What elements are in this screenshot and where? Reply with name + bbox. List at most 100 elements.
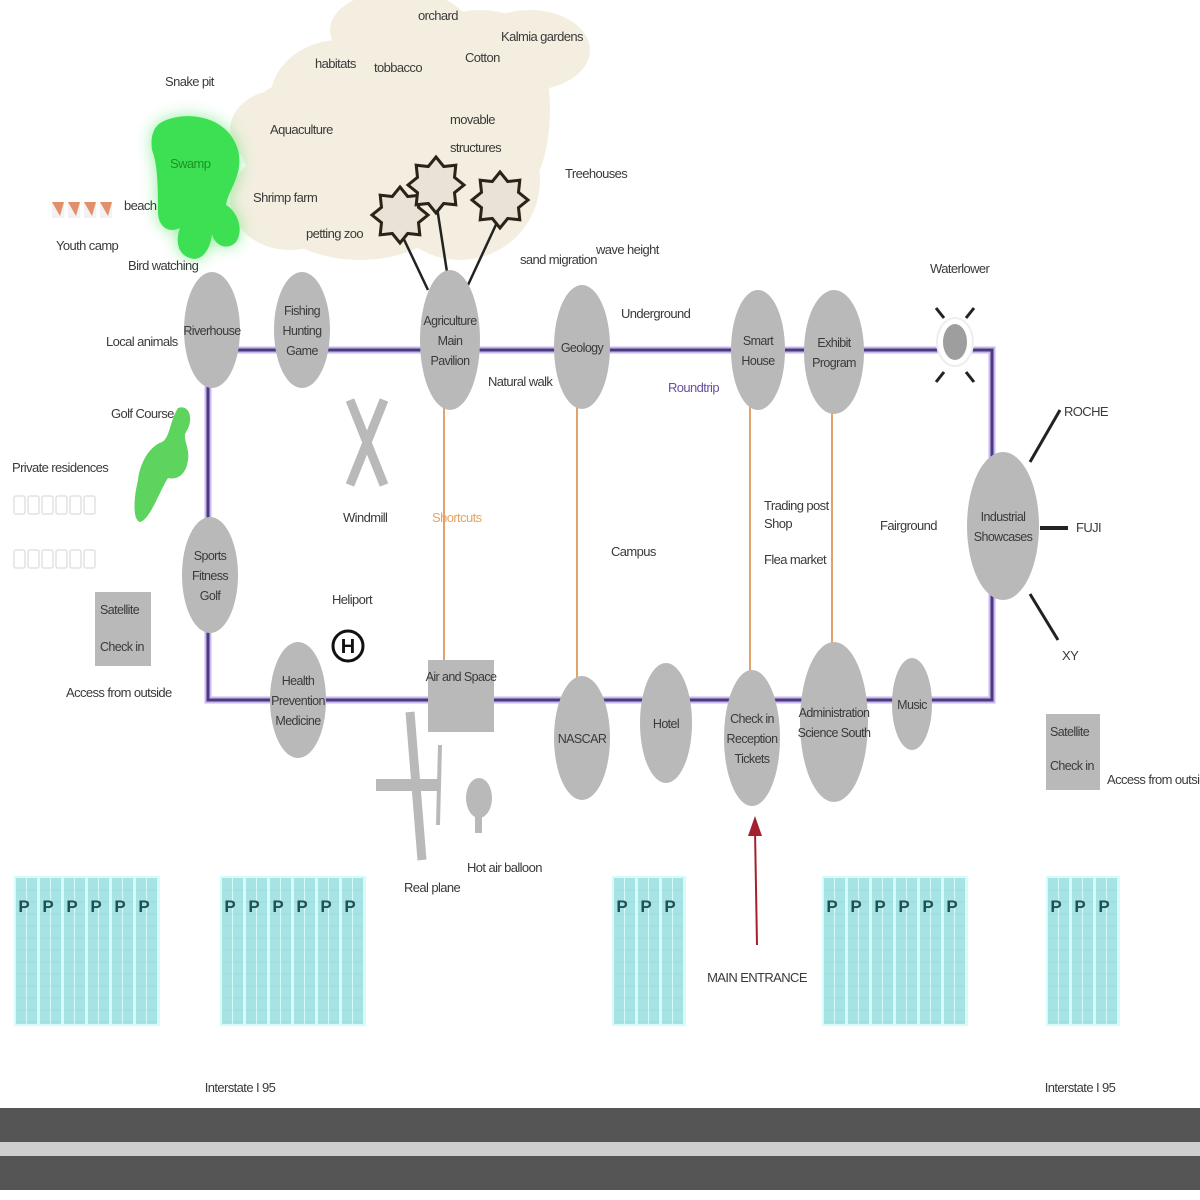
windmill-icon[interactable]: [345, 398, 389, 487]
label-roundtrip: Roundtrip: [668, 380, 719, 395]
air-and-space-label: Air and Space: [426, 670, 497, 684]
node-air-and-space[interactable]: Air and Space: [426, 660, 498, 732]
roundtrip-route: [204, 346, 996, 704]
node-geology[interactable]: Geology: [554, 285, 610, 409]
parking-symbol: P: [42, 897, 53, 916]
label-petting-zoo: petting zoo: [306, 226, 363, 241]
node-nascar-circle: [554, 676, 610, 800]
node-sports-label: Fitness: [192, 569, 228, 583]
farm-cloud-blob: [470, 10, 590, 90]
structure-connector: [398, 230, 430, 291]
node-nascar-label: NASCAR: [558, 732, 607, 746]
label-underground: Underground: [621, 306, 691, 321]
label-treehouses: Treehouses: [565, 166, 628, 181]
private-residences-icon: [13, 495, 96, 569]
node-geology-circle: [554, 285, 610, 409]
residence-icon: [27, 495, 40, 515]
interstate-label-left: Interstate I 95: [205, 1080, 276, 1095]
label-swamp: Swamp: [170, 156, 211, 171]
node-music-label: Music: [897, 698, 927, 712]
satellite-right-access-label: Access from outside: [1107, 772, 1200, 787]
node-checkin-label: Check in: [730, 712, 774, 726]
satellite-checkin-right[interactable]: Satellite Check in: [1046, 714, 1100, 790]
label-shrimp-farm: Shrimp farm: [253, 190, 317, 205]
heliport-symbol: H: [341, 636, 355, 658]
movable-structure-star-icon: [469, 169, 531, 231]
farm-cloud-blob: [230, 90, 330, 170]
label-movable: movable: [450, 112, 495, 127]
residence-icon: [27, 549, 40, 569]
residence-icon: [13, 549, 26, 569]
label-private-residences: Private residences: [12, 460, 109, 475]
label-bird-watching: Bird watching: [128, 258, 199, 273]
parking-symbol: P: [946, 897, 957, 916]
node-health-circle: [270, 642, 326, 758]
parking-symbol: P: [90, 897, 101, 916]
node-smart-house-circle: [731, 290, 785, 410]
parking-symbol: P: [224, 897, 235, 916]
waterlower-icon[interactable]: [934, 307, 976, 383]
heliport-icon[interactable]: H: [331, 629, 365, 663]
node-industrial-circle: [967, 452, 1039, 600]
parking-symbol: P: [1098, 897, 1109, 916]
parking-symbol: P: [640, 897, 651, 916]
node-riverhouse-circle: [184, 272, 240, 388]
parking-symbol: P: [898, 897, 909, 916]
parking-symbol: P: [344, 897, 355, 916]
label-orchard: orchard: [418, 8, 458, 23]
node-health-label: Prevention: [271, 694, 325, 708]
parking-symbol: P: [66, 897, 77, 916]
node-smart-house-label: House: [741, 354, 775, 368]
node-sports-label: Sports: [194, 549, 227, 563]
node-music[interactable]: Music: [892, 658, 932, 750]
parking-symbol: P: [922, 897, 933, 916]
residence-icon: [69, 549, 82, 569]
node-nascar[interactable]: NASCAR: [554, 676, 610, 800]
node-hotel-circle: [640, 663, 692, 783]
node-checkin-label: Tickets: [735, 752, 770, 766]
satellite-left-line-1: Satellite: [100, 603, 140, 617]
node-riverhouse[interactable]: Riverhouse: [183, 272, 242, 388]
real-plane-icon[interactable]: [376, 711, 442, 861]
node-smart-house-label: Smart: [743, 334, 774, 348]
node-fishing-circle: [274, 272, 330, 388]
farm-area: [230, 0, 590, 260]
node-sports-circle: [182, 517, 238, 633]
industrial-connectors: [1028, 409, 1068, 641]
label-youth-camp: Youth camp: [56, 238, 119, 253]
label-heliport: Heliport: [332, 592, 373, 607]
hot-air-balloon-icon[interactable]: [466, 778, 492, 833]
label-beach: beach: [124, 198, 157, 213]
label-campus: Campus: [611, 544, 657, 559]
label-sand-migration: sand migration: [520, 252, 597, 267]
label-habitats: habitats: [315, 56, 357, 71]
node-hotel[interactable]: Hotel: [640, 663, 692, 783]
satellite-checkin-left[interactable]: Satellite Check in: [95, 592, 151, 666]
label-kalmia-gardens: Kalmia gardens: [501, 29, 584, 44]
parking-symbol: P: [850, 897, 861, 916]
node-exhibit-label: Exhibit: [817, 336, 851, 350]
label-trading-post: Trading post: [764, 498, 830, 513]
residence-icon: [55, 495, 68, 515]
main-entrance-label: MAIN ENTRANCE: [707, 970, 808, 985]
parking-symbol: P: [138, 897, 149, 916]
label-natural-walk: Natural walk: [488, 374, 553, 389]
farm-cloud-blob: [330, 0, 470, 70]
golf-course-shape: [134, 407, 191, 522]
